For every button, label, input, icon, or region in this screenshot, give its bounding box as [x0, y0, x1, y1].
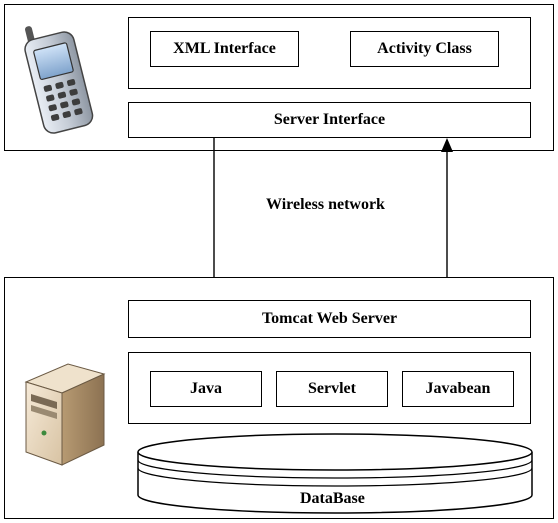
java-box: Java: [150, 371, 262, 407]
servlet-box: Servlet: [276, 371, 388, 407]
xml-interface-box: XML Interface: [150, 31, 299, 67]
javabean-box: Javabean: [402, 371, 514, 407]
wireless-network-label: Wireless network: [266, 196, 385, 213]
tomcat-web-server-box: Tomcat Web Server: [128, 300, 531, 338]
database-label: DataBase: [300, 490, 365, 507]
activity-class-box: Activity Class: [350, 31, 499, 67]
server-interface-box: Server Interface: [128, 102, 531, 138]
